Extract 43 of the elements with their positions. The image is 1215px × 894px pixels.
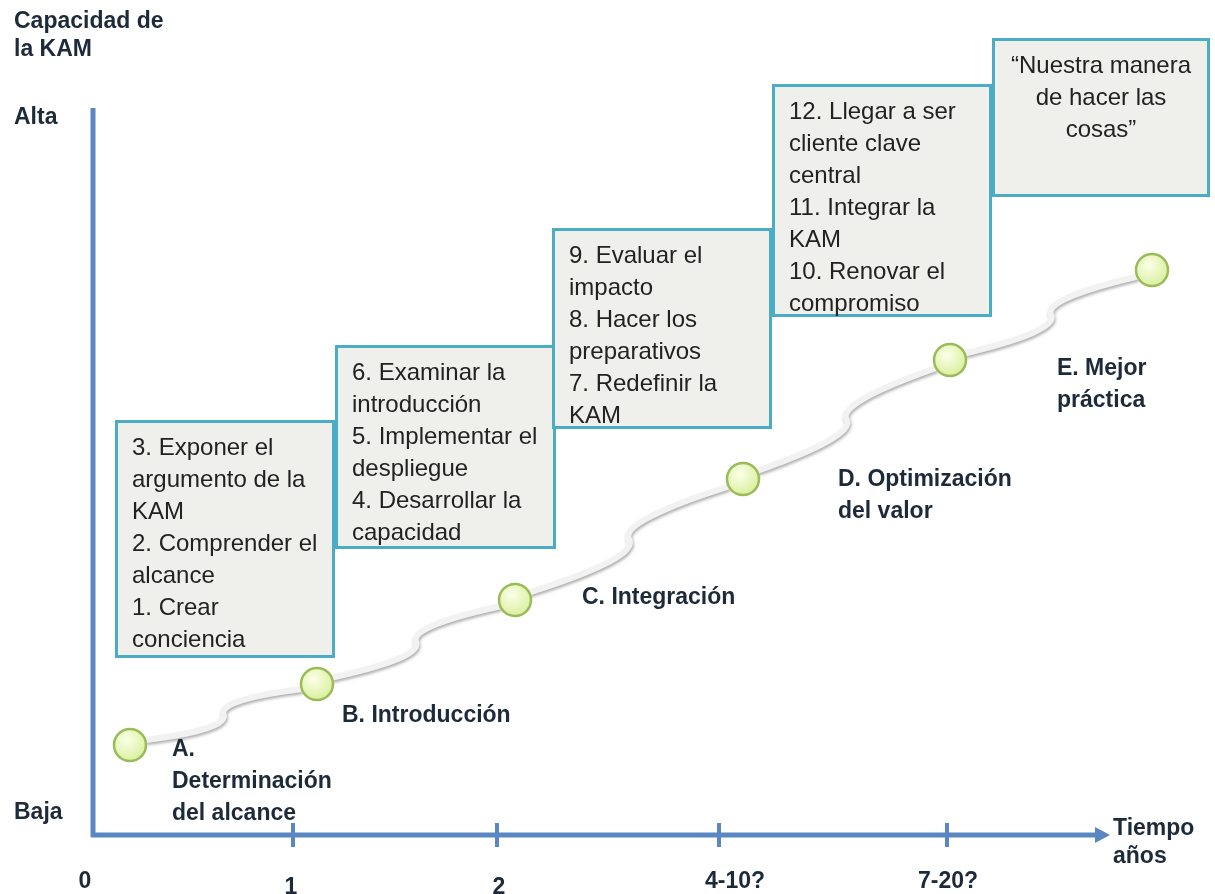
list-item: 3. Exponer el argumento de la KAM [132,432,307,526]
stage-label: B. Introducción [342,700,512,729]
stage-label: C. Integración [582,582,737,611]
milestone-circle [725,461,761,497]
tick-label: 2 [491,872,507,894]
list-item: 10. Renovar el compromiso [789,256,947,318]
list-item: 8. Hacer los preparativos [569,304,703,366]
text-box [335,345,556,549]
text-box [552,228,772,429]
list-item: 7. Redefinir la KAM [569,368,719,430]
milestone-circle [112,727,148,763]
axis-label: Baja [14,797,64,825]
curve-line [331,603,501,681]
axis-title: Capacidad de la KAM [14,6,165,62]
tick-label: 1 [283,872,299,894]
tick-label: 4-10? [703,866,767,894]
text-box [992,38,1210,197]
milestone-circle [1134,252,1170,288]
list-item: 12. Llegar a ser cliente clave central [789,96,957,190]
tick-label: 7-20? [916,866,980,894]
stage-label: D. Optimización del valor [838,464,1013,525]
curve-line [755,365,938,474]
list-item: 9. Evaluar el impacto [569,240,704,302]
tick-label: 0 [77,866,93,894]
text-box [772,84,992,317]
list-item: 1. Crear conciencia [132,592,247,654]
list-item: 2. Comprender el alcance [132,528,319,590]
list-item: 6. Examinar la introducción [352,357,507,419]
stage-label: E. Mejor práctica [1057,353,1148,414]
text-box [115,420,335,658]
list-item: 11. Integrar la KAM [789,192,937,254]
milestone-circle [497,582,533,618]
axis-label: Alta [14,102,59,130]
curve-line [528,483,730,596]
axis-title: Tiempo años [1113,813,1196,869]
milestone-circle [932,342,968,378]
list-item: “Nuestra manera de hacer las cosas” [1009,50,1193,144]
curve-line [963,273,1139,357]
list-item: 5. Implementar el despliegue [352,421,539,483]
list-item: 4. Desarrollar la capacidad [352,485,523,547]
curve-line [144,686,303,743]
stage-label: A. Determinación del alcance [172,734,333,827]
milestone-circle [299,666,335,702]
